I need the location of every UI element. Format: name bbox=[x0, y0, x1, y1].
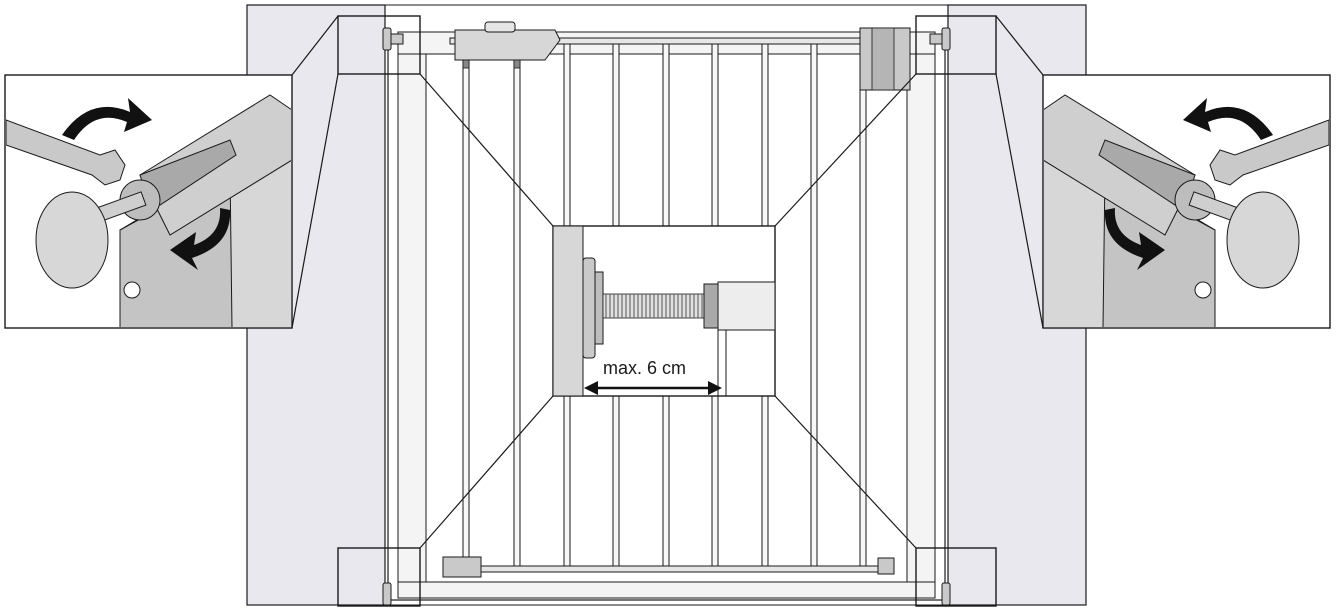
bottom-hinge-icon bbox=[877, 557, 895, 575]
measurement-label: max. 6 cm bbox=[603, 358, 686, 378]
gate-frame-section bbox=[717, 281, 776, 396]
nut-icon bbox=[703, 283, 719, 329]
pressure-pad-icon bbox=[582, 257, 604, 359]
left-detail-panel bbox=[4, 74, 293, 329]
wall-section bbox=[552, 225, 584, 397]
hinge-icon bbox=[859, 27, 911, 91]
right-detail-panel bbox=[1042, 74, 1331, 329]
wrench-icon bbox=[1098, 119, 1329, 206]
wrench-icon bbox=[6, 119, 237, 206]
rotate-arrow-icon bbox=[62, 98, 231, 270]
corner-box-top-left bbox=[337, 15, 421, 75]
latch-icon bbox=[454, 21, 561, 69]
bottom-latch-icon bbox=[442, 556, 482, 578]
pressure-bolt-icon bbox=[382, 27, 951, 606]
corner-highlights bbox=[337, 15, 997, 607]
callout-lines bbox=[291, 15, 1044, 549]
corner-box-bottom-left bbox=[337, 547, 421, 607]
rotate-arrow-icon bbox=[1104, 98, 1273, 270]
center-detail-panel: max. 6 cm bbox=[552, 225, 776, 397]
corner-box-top-right bbox=[915, 15, 997, 75]
measurement-arrow bbox=[584, 381, 722, 395]
corner-box-bottom-right bbox=[915, 547, 997, 607]
spindle-icon bbox=[602, 293, 709, 319]
